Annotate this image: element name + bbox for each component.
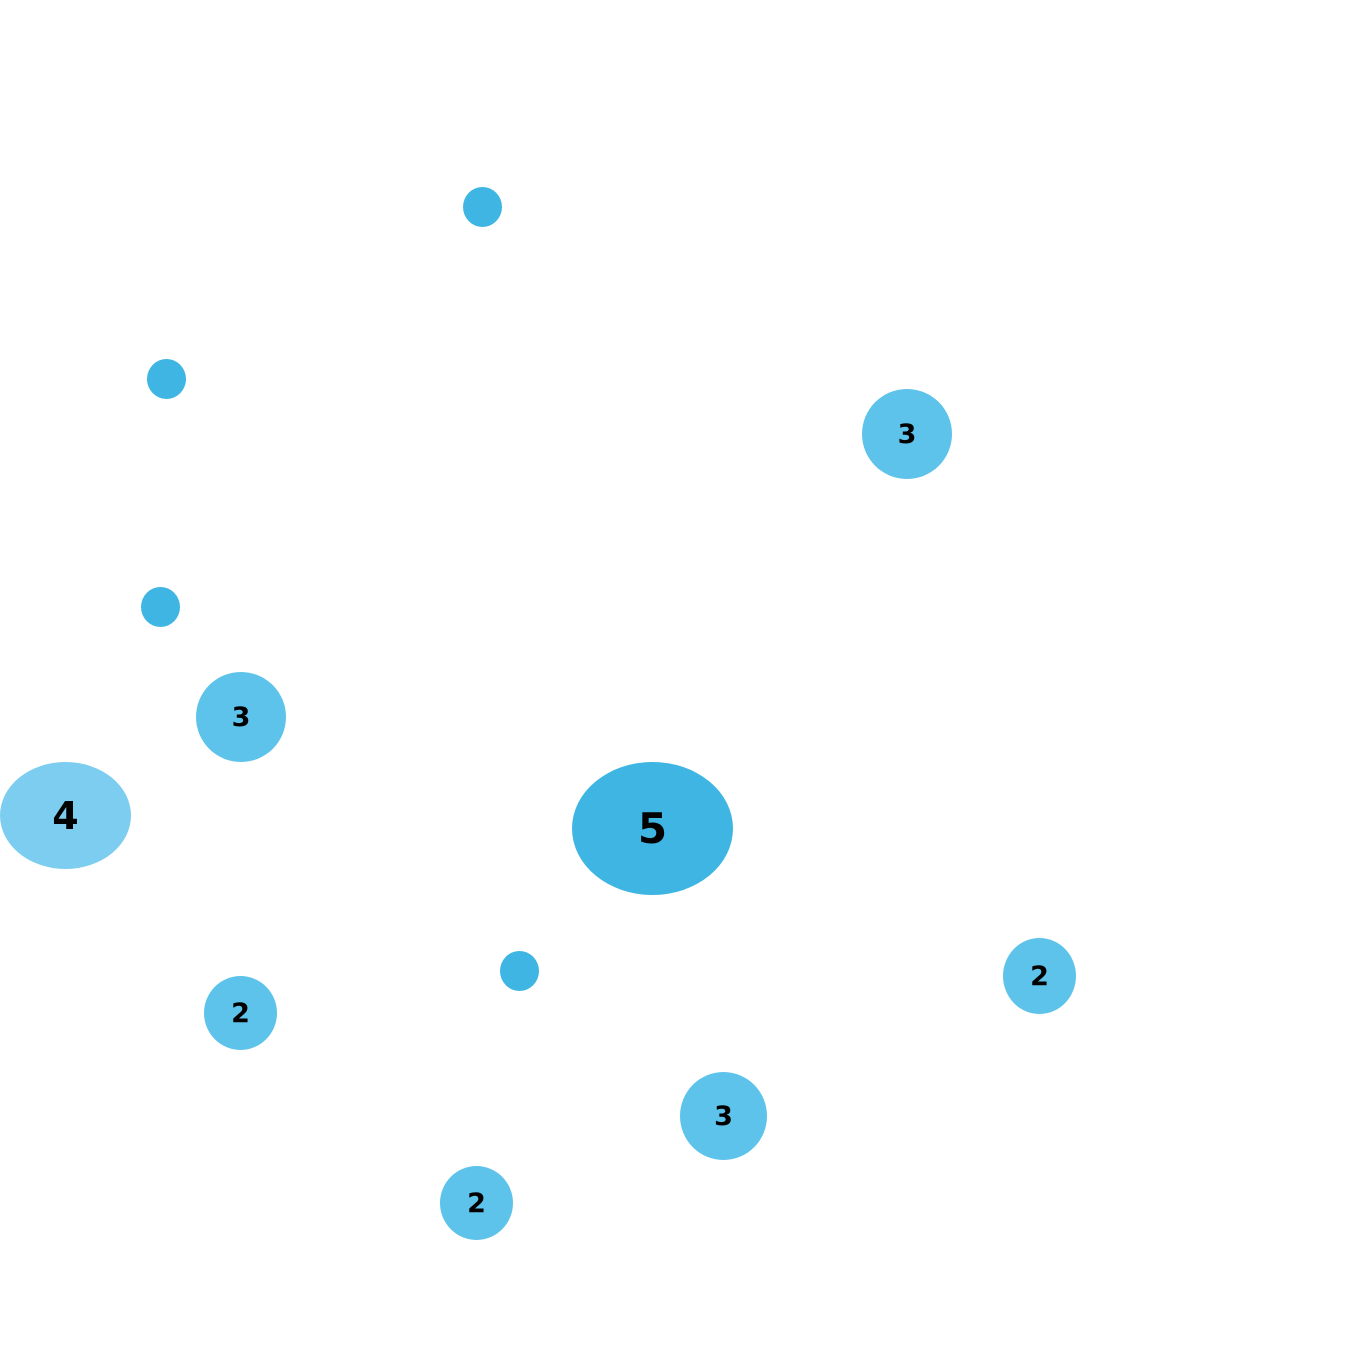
cluster-marker[interactable]: 3 — [680, 1072, 767, 1160]
cluster-count: 3 — [714, 1100, 733, 1132]
map-point-icon[interactable] — [463, 187, 502, 227]
cluster-count: 2 — [231, 997, 250, 1029]
cluster-marker[interactable]: 2 — [440, 1166, 513, 1240]
cluster-marker[interactable]: 5 — [572, 762, 733, 895]
cluster-marker[interactable]: 4 — [0, 762, 131, 869]
cluster-marker[interactable]: 2 — [204, 976, 277, 1050]
cluster-marker[interactable]: 2 — [1003, 938, 1076, 1014]
cluster-count: 2 — [1030, 960, 1049, 992]
cluster-count: 4 — [52, 793, 79, 838]
map-point-icon[interactable] — [141, 587, 180, 627]
map-point-icon[interactable] — [500, 951, 539, 991]
cluster-count: 3 — [231, 701, 251, 733]
cluster-count: 2 — [467, 1187, 486, 1219]
cluster-count: 5 — [637, 803, 668, 853]
cluster-marker[interactable]: 3 — [862, 389, 952, 479]
cluster-count: 3 — [897, 418, 917, 450]
cluster-marker[interactable]: 3 — [196, 672, 286, 762]
map-point-icon[interactable] — [147, 359, 186, 399]
